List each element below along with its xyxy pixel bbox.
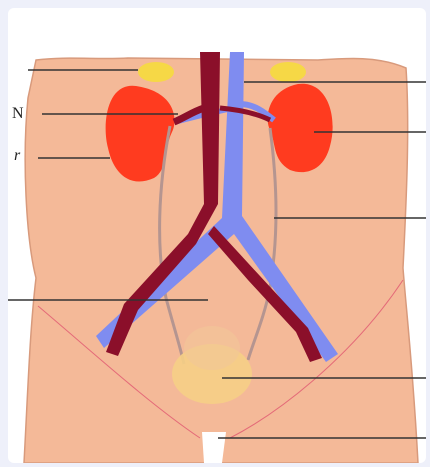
partial-label-r: r xyxy=(14,148,20,164)
adrenal-gland-left xyxy=(138,62,174,82)
diagram-frame: N r xyxy=(8,8,426,463)
partial-label-n: N xyxy=(12,106,24,122)
urinary-system-diagram xyxy=(8,8,426,463)
adrenal-gland-right xyxy=(270,62,306,82)
urethra-region xyxy=(184,326,240,370)
leg-gap xyxy=(202,432,226,463)
